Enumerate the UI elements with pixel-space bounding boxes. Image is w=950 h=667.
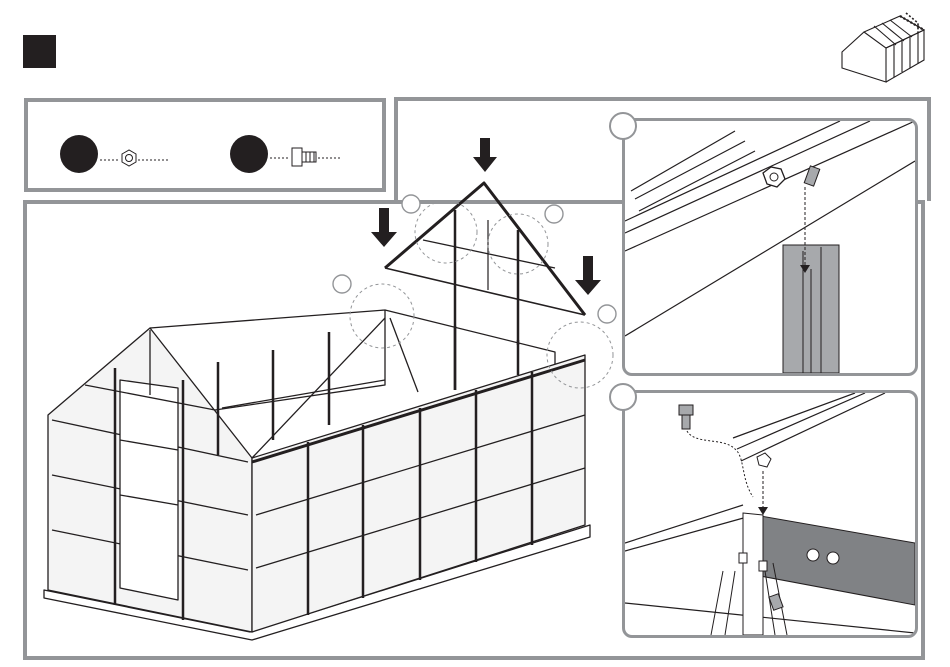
frame-bolt-detail-illustration: [625, 393, 915, 635]
detail-view-2: [622, 390, 918, 638]
detail-view-1: [622, 118, 918, 376]
detail-1-callout: [609, 112, 637, 140]
roof-bolt-detail-illustration: [625, 121, 915, 373]
detail-2-callout: [609, 383, 637, 411]
